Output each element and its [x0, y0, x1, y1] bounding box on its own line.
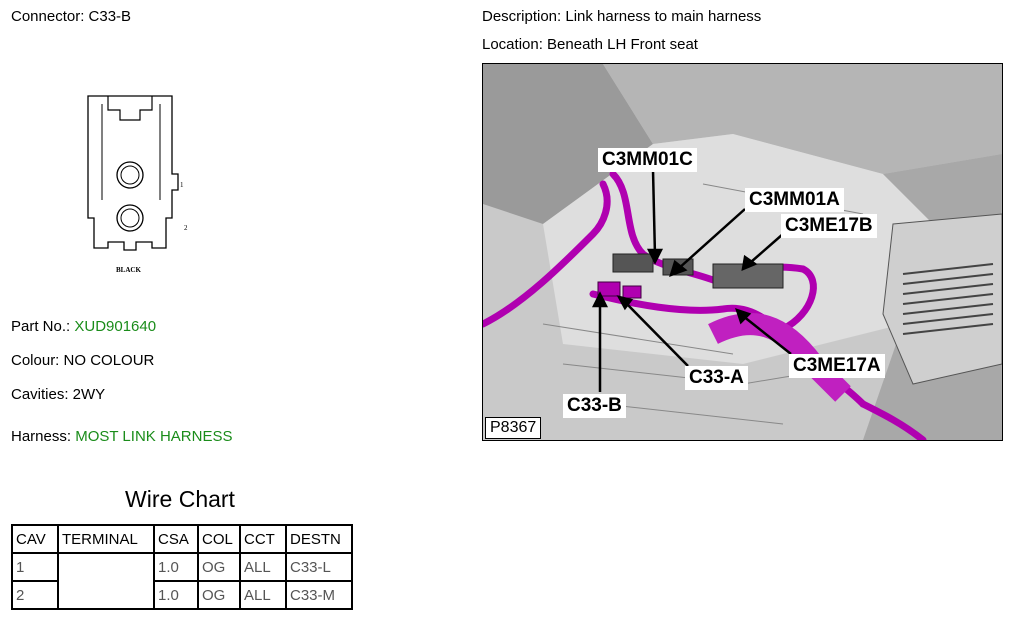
photo-reference-id: P8367 [485, 417, 542, 439]
wire-chart-header-row: CAV TERMINAL CSA COL CCT DESTN [11, 524, 353, 554]
connector-location: Location: Beneath LH Front seat [482, 36, 698, 53]
cell-cct: ALL [239, 552, 287, 582]
wire-chart-title: Wire Chart [125, 486, 235, 512]
diagram-colour-label: BLACK [116, 266, 141, 274]
connector-title: Connector: C33-B [11, 8, 132, 25]
cell-cav: 2 [11, 580, 59, 610]
cell-terminal [57, 552, 155, 610]
callout-c3mm01a: C3MM01A [745, 188, 844, 212]
header-cct: CCT [239, 524, 287, 554]
header-destn: DESTN [285, 524, 353, 554]
cell-cav: 1 [11, 552, 59, 582]
table-row: 2 1.0 OG ALL C33-M [11, 580, 353, 610]
harness-value[interactable]: MOST LINK HARNESS [75, 428, 233, 445]
colour-info: Colour: NO COLOUR [11, 352, 155, 369]
part-number-value[interactable]: XUD901640 [74, 318, 157, 335]
cavities-info: Cavities: 2WY [11, 386, 106, 403]
part-number-label: Part No.: [11, 318, 75, 335]
callout-c3mm01c: C3MM01C [598, 148, 697, 172]
header-cav: CAV [11, 524, 59, 554]
harness-label: Harness: [11, 428, 76, 445]
header-col: COL [197, 524, 241, 554]
cavity-mark-1: 1 [180, 181, 184, 189]
callout-c33-a: C33-A [685, 366, 748, 390]
connector-face-diagram: 1 2 BLACK [87, 95, 188, 274]
callout-c3me17a: C3ME17A [789, 354, 885, 378]
table-row: 1 1.0 OG ALL C33-L [11, 552, 353, 610]
cell-csa: 1.0 [153, 580, 199, 610]
cell-csa: 1.0 [153, 552, 199, 582]
cell-col: OG [197, 552, 241, 582]
cell-destn: C33-L [285, 552, 353, 582]
callout-c3me17b: C3ME17B [781, 214, 877, 238]
header-csa: CSA [153, 524, 199, 554]
cell-col: OG [197, 580, 241, 610]
cell-destn: C33-M [285, 580, 353, 610]
wire-chart-table: CAV TERMINAL CSA COL CCT DESTN 1 1.0 OG … [11, 524, 353, 610]
part-number: Part No.: XUD901640 [11, 318, 156, 335]
cavity-mark-2: 2 [184, 224, 188, 232]
callout-c33-b: C33-B [563, 394, 626, 418]
location-photo: C3MM01C C3MM01A C3ME17B C3ME17A C33-A C3… [482, 63, 1003, 441]
cell-cct: ALL [239, 580, 287, 610]
harness-info: Harness: MOST LINK HARNESS [11, 428, 232, 445]
header-terminal: TERMINAL [57, 524, 155, 554]
connector-description: Description: Link harness to main harnes… [482, 8, 762, 25]
